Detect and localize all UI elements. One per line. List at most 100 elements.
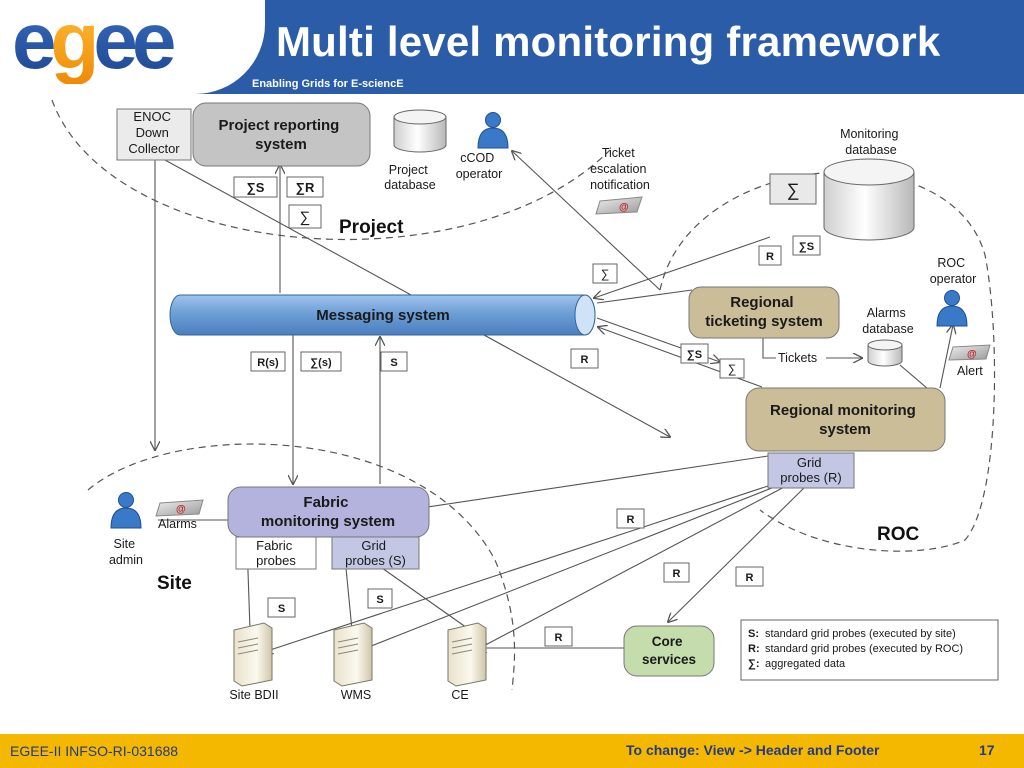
svg-text:R(s): R(s) — [257, 357, 279, 369]
svg-text:R: R — [555, 632, 563, 644]
svg-text:egee: egee — [12, 4, 174, 84]
enoc-down-collector: ENOC Down Collector — [116, 108, 192, 161]
svg-text:Grid probes (S): Grid probes (S) — [345, 538, 406, 568]
sum-badge: ∑ — [288, 204, 322, 229]
alarms-database-icon — [867, 339, 903, 367]
monitoring-diagram: ENOC Down Collector Project reporting sy… — [51, 99, 999, 702]
svg-text:Fabric monitoring system: Fabric monitoring system — [261, 494, 395, 530]
ce-label: CE — [451, 688, 468, 702]
db-sum-badge: ∑ — [769, 173, 817, 205]
left-sum2-badge: ∑ — [719, 358, 745, 379]
tickets-label: Tickets — [778, 351, 817, 365]
roc-sum-s-badge: ∑S — [792, 235, 821, 256]
svg-text:S: S — [278, 603, 285, 615]
svg-text:Core services: Core services — [642, 634, 696, 667]
svg-text:@: @ — [967, 349, 977, 360]
svg-text:S: S — [376, 594, 383, 606]
svg-text:Regional monitoring syst: Regional monitoring system — [770, 402, 920, 438]
r-s-badge: R(s) — [250, 351, 286, 372]
alarms-label: Alarms — [158, 517, 197, 531]
svg-text:∑S: ∑S — [687, 349, 702, 361]
r-badge-site-2: R — [663, 562, 690, 583]
svg-text:Project reporting system: Project reporting system — [218, 117, 343, 153]
slide-subtitle: Enabling Grids for E-sciencE — [252, 78, 404, 90]
project-database-label: Project database — [384, 163, 435, 192]
svg-text:ENOC Down Collecto: ENOC Down Collector — [128, 109, 180, 156]
r-badge-site-3: R — [735, 566, 764, 587]
svg-text:Regional ticketing syste: Regional ticketing system — [705, 294, 823, 330]
left-sum-s-badge: ∑S — [680, 343, 709, 364]
svg-text:@: @ — [176, 504, 186, 515]
roc-operator-icon — [936, 290, 968, 327]
svg-text:∑(s): ∑(s) — [310, 357, 332, 369]
project-database-icon — [393, 109, 447, 153]
legend: S: standard grid probes (executed by sit… — [740, 619, 999, 681]
svg-text:R: R — [581, 354, 589, 366]
svg-text:∑: ∑ — [300, 209, 311, 226]
project-boundary — [51, 99, 611, 241]
ccod-operator-label: cCOD operator — [456, 151, 503, 181]
email-icon: @ — [155, 499, 204, 517]
alert-label: Alert — [957, 364, 983, 378]
sum-s-badge: ∑S — [233, 176, 278, 198]
page-number: 17 — [979, 742, 995, 758]
svg-text:∑: ∑ — [787, 180, 800, 200]
svg-text:R: R — [627, 514, 635, 526]
fabric-probes: Fabric probes — [235, 536, 317, 570]
email-icon: @ — [595, 196, 643, 215]
roc-domain-label: ROC — [877, 524, 920, 545]
svg-text:Messaging system: Messaging system — [316, 307, 449, 324]
r-badge-site-1: R — [616, 508, 645, 529]
ce-server-icon — [447, 622, 487, 687]
footer-note: To change: View -> Header and Footer — [626, 742, 880, 758]
svg-text:@: @ — [619, 202, 629, 213]
project-reporting-system: Project reporting system — [192, 102, 371, 167]
slide-footer: EGEE-II INFSO-RI-031688 To change: View … — [0, 734, 1024, 768]
grid-probes-r: Grid probes (R) — [767, 452, 855, 489]
monitoring-database-icon — [823, 158, 915, 241]
roc-r-badge: R — [758, 245, 782, 266]
fabric-monitoring-system: Fabric monitoring system — [227, 486, 430, 538]
s-badge-site-2: S — [367, 588, 393, 609]
s-badge-site-1: S — [267, 597, 296, 618]
domain-boundaries — [51, 99, 996, 691]
svg-text:S: standard grid probes: S: standard grid probes (executed by sit… — [748, 628, 966, 670]
site-bdii-label: Site BDII — [229, 688, 278, 702]
site-boundary — [87, 443, 516, 691]
logo-area: egee — [0, 0, 265, 94]
svg-text:∑: ∑ — [601, 267, 610, 281]
site-admin-label: Site admin — [109, 537, 143, 567]
wms-label: WMS — [341, 688, 372, 702]
roc-boundary — [659, 171, 996, 552]
regional-ticketing-system: Regional ticketing system — [688, 286, 840, 339]
svg-text:Fabric probes: Fabric probes — [256, 538, 296, 568]
sum-r-badge: ∑R — [286, 176, 324, 198]
left-sum-badge: ∑ — [592, 263, 618, 284]
alarms-database-label: Alarms database — [862, 306, 913, 336]
email-icon: @ — [948, 344, 991, 361]
svg-text:∑R: ∑R — [296, 180, 315, 195]
slide-header: egee Multi level monitoring framework En… — [0, 0, 1024, 94]
s-badge-messaging: S — [380, 351, 408, 372]
ticket-escalation-label: Ticket escalation notification — [590, 146, 650, 192]
svg-text:R: R — [766, 251, 774, 263]
ccod-operator-icon — [477, 112, 509, 149]
svg-text:R: R — [673, 568, 681, 580]
svg-text:R: R — [746, 572, 754, 584]
left-r-badge: R — [570, 348, 599, 369]
core-services: Core services — [623, 625, 715, 677]
svg-text:Grid probes (R): Grid probes (R) — [780, 455, 841, 485]
site-bdii-server-icon — [233, 622, 273, 687]
svg-text:∑S: ∑S — [799, 241, 814, 253]
roc-operator-label: ROC operator — [930, 256, 977, 286]
site-domain-label: Site — [157, 573, 192, 594]
project-domain-label: Project — [339, 217, 404, 238]
regional-monitoring-system: Regional monitoring system — [745, 387, 946, 452]
grid-probes-s: Grid probes (S) — [331, 536, 420, 570]
wms-server-icon — [333, 622, 373, 687]
slide-title: Multi level monitoring framework — [276, 18, 941, 65]
svg-text:S: S — [390, 357, 397, 369]
svg-text:∑: ∑ — [728, 362, 737, 376]
r-badge-site-4: R — [544, 626, 573, 647]
egee-logo: egee — [12, 4, 180, 84]
